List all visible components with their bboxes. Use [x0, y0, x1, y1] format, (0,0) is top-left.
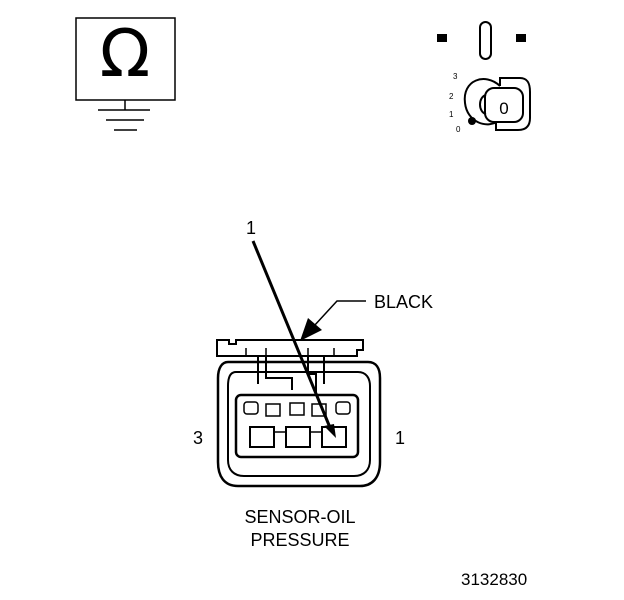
ground-icon: [98, 100, 150, 131]
black-leader-arrowhead: [300, 318, 322, 341]
caption-line-1: SENSOR-OIL: [244, 507, 356, 527]
pin-3-label: 3: [193, 428, 204, 448]
pin-1-label: 1: [395, 428, 406, 448]
position-indicator-dot: [468, 117, 476, 125]
key-letter: 0: [499, 99, 508, 118]
pin-1-pointer: [251, 240, 333, 431]
key-position-1: 1: [449, 110, 454, 119]
key-position-3: 3: [453, 72, 458, 81]
key-position-0: 0: [456, 125, 461, 134]
connector-color-label: BLACK: [374, 292, 434, 312]
figure-id: 3132830: [461, 570, 528, 589]
caption-line-2: PRESSURE: [250, 530, 350, 550]
ohm-symbol: Ω: [99, 15, 151, 92]
arrow-icon: [324, 424, 336, 438]
connector-caption: SENSOR-OIL PRESSURE: [200, 506, 400, 552]
key-position-2: 2: [449, 92, 454, 101]
pointer-pin-label: 1: [246, 218, 257, 238]
